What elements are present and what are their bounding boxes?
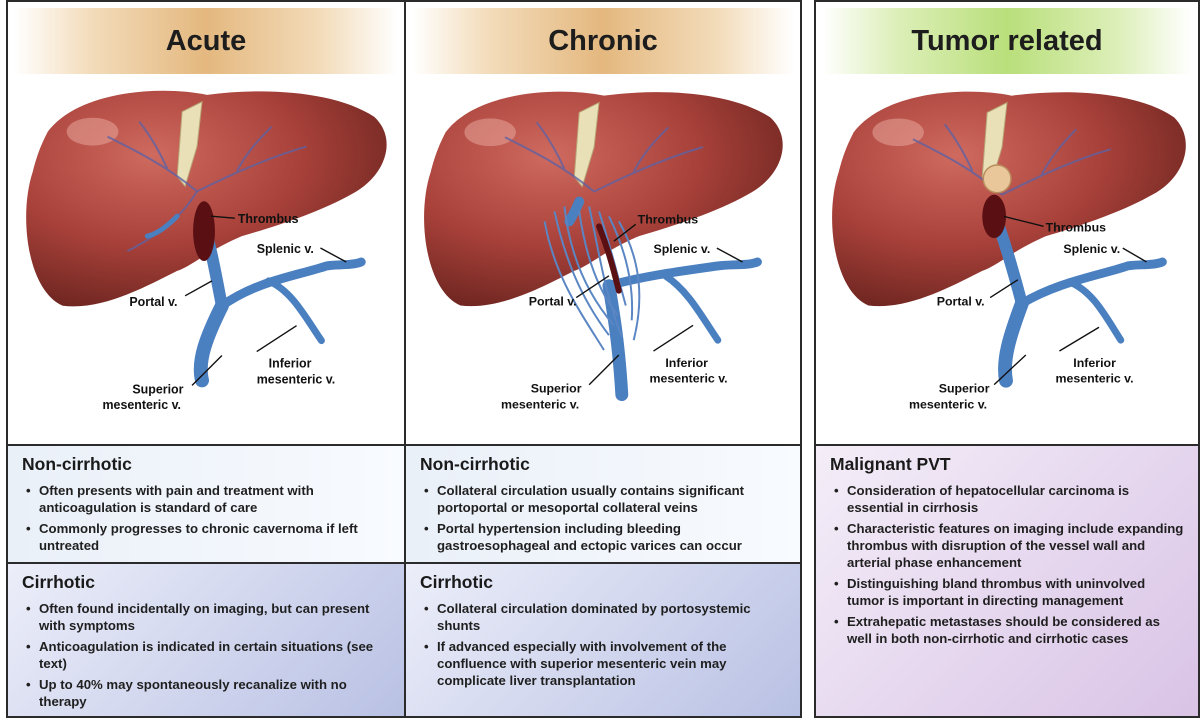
panel-acute: Acute: [6, 0, 404, 718]
label-inferior-1: Inferior: [269, 356, 312, 370]
chronic-cirrhotic-list: Collateral circulation dominated by port…: [420, 600, 786, 689]
thrombus: [596, 223, 622, 294]
panel-chronic: Chronic: [404, 0, 802, 718]
label-inferior-2: mesenteric v.: [650, 372, 728, 386]
list-item: Extrahepatic metastases should be consid…: [830, 613, 1184, 647]
label-superior-2: mesenteric v.: [103, 398, 182, 412]
list-item: Characteristic features on imaging inclu…: [830, 520, 1184, 571]
list-item: Distinguishing bland thrombus with uninv…: [830, 575, 1184, 609]
hepatic-veins: [504, 121, 704, 193]
panel-title-acute: Acute: [14, 8, 398, 74]
liver-shape: [26, 90, 387, 307]
chronic-non-cirrhotic-box: Non-cirrhotic Collateral circulation usu…: [406, 444, 800, 562]
label-inferior-2: mesenteric v.: [1055, 372, 1133, 386]
list-item: Often found incidentally on imaging, but…: [22, 600, 390, 634]
acute-non-cirrhotic-box: Non-cirrhotic Often presents with pain a…: [8, 444, 404, 562]
liver-illustration-acute: Thrombus Splenic v. Portal v. Inferior m…: [8, 76, 404, 440]
chronic-cirrhotic-heading: Cirrhotic: [420, 572, 493, 592]
tumor-malignant-list: Consideration of hepatocellular carcinom…: [830, 482, 1184, 647]
list-item: Collateral circulation usually contains …: [420, 482, 786, 516]
list-item: Collateral circulation dominated by port…: [420, 600, 786, 634]
label-thrombus: Thrombus: [638, 212, 699, 226]
chronic-non-cirrhotic-heading: Non-cirrhotic: [420, 454, 530, 474]
liver-illustration-tumor: Thrombus Splenic v. Portal v. Inferior m…: [816, 76, 1198, 440]
liver-illustration-chronic: Thrombus Splenic v. Portal v. Inferior m…: [406, 76, 800, 440]
chronic-cirrhotic-box: Cirrhotic Collateral circulation dominat…: [406, 562, 800, 716]
list-item: If advanced especially with involvement …: [420, 638, 786, 689]
label-leaders: [989, 215, 1147, 386]
list-item: Consideration of hepatocellular carcinom…: [830, 482, 1184, 516]
label-portal-vein: Portal v.: [129, 295, 177, 309]
label-leaders: [184, 215, 347, 386]
liver-shape: [424, 91, 783, 307]
portal-venous-system: [564, 196, 762, 402]
acute-cirrhotic-heading: Cirrhotic: [22, 572, 95, 592]
label-superior-2: mesenteric v.: [501, 397, 579, 411]
acute-cirrhotic-box: Cirrhotic Often found incidentally on im…: [8, 562, 404, 716]
label-splenic-vein: Splenic v.: [653, 242, 710, 256]
collateral-veins: [543, 206, 641, 351]
label-superior-2: mesenteric v.: [909, 397, 987, 411]
list-item: Often presents with pain and treatment w…: [22, 482, 390, 516]
acute-cirrhotic-list: Often found incidentally on imaging, but…: [22, 600, 390, 710]
label-inferior-1: Inferior: [665, 356, 708, 370]
panel-title-chronic: Chronic: [412, 8, 794, 74]
tumor-malignant-box: Malignant PVT Consideration of hepatocel…: [816, 444, 1198, 716]
tumor-mass: [982, 164, 1012, 194]
liver-shape: [832, 91, 1186, 307]
label-superior-1: Superior: [531, 382, 582, 396]
label-portal-vein: Portal v.: [937, 295, 985, 309]
panel-title-tumor: Tumor related: [822, 8, 1192, 74]
thrombus: [982, 194, 1007, 239]
thrombus: [193, 201, 215, 261]
tumor-malignant-heading: Malignant PVT: [830, 454, 951, 474]
label-splenic-vein: Splenic v.: [1063, 242, 1120, 256]
label-inferior-1: Inferior: [1073, 356, 1116, 370]
acute-non-cirrhotic-heading: Non-cirrhotic: [22, 454, 132, 474]
label-inferior-2: mesenteric v.: [257, 372, 336, 386]
label-thrombus: Thrombus: [1046, 220, 1107, 234]
label-portal-vein: Portal v.: [529, 295, 577, 309]
label-splenic-vein: Splenic v.: [257, 242, 314, 256]
list-item: Anticoagulation is indicated in certain …: [22, 638, 390, 672]
chronic-non-cirrhotic-list: Collateral circulation usually contains …: [420, 482, 786, 554]
list-item: Portal hypertension including bleeding g…: [420, 520, 786, 554]
acute-non-cirrhotic-list: Often presents with pain and treatment w…: [22, 482, 390, 554]
list-item: Up to 40% may spontaneously recanalize w…: [22, 676, 390, 710]
label-thrombus: Thrombus: [238, 212, 299, 226]
panel-tumor-related: Tumor related: [814, 0, 1200, 718]
label-superior-1: Superior: [939, 382, 990, 396]
label-superior-1: Superior: [132, 382, 183, 396]
label-leaders: [575, 223, 743, 386]
list-item: Commonly progresses to chronic cavernoma…: [22, 520, 390, 554]
